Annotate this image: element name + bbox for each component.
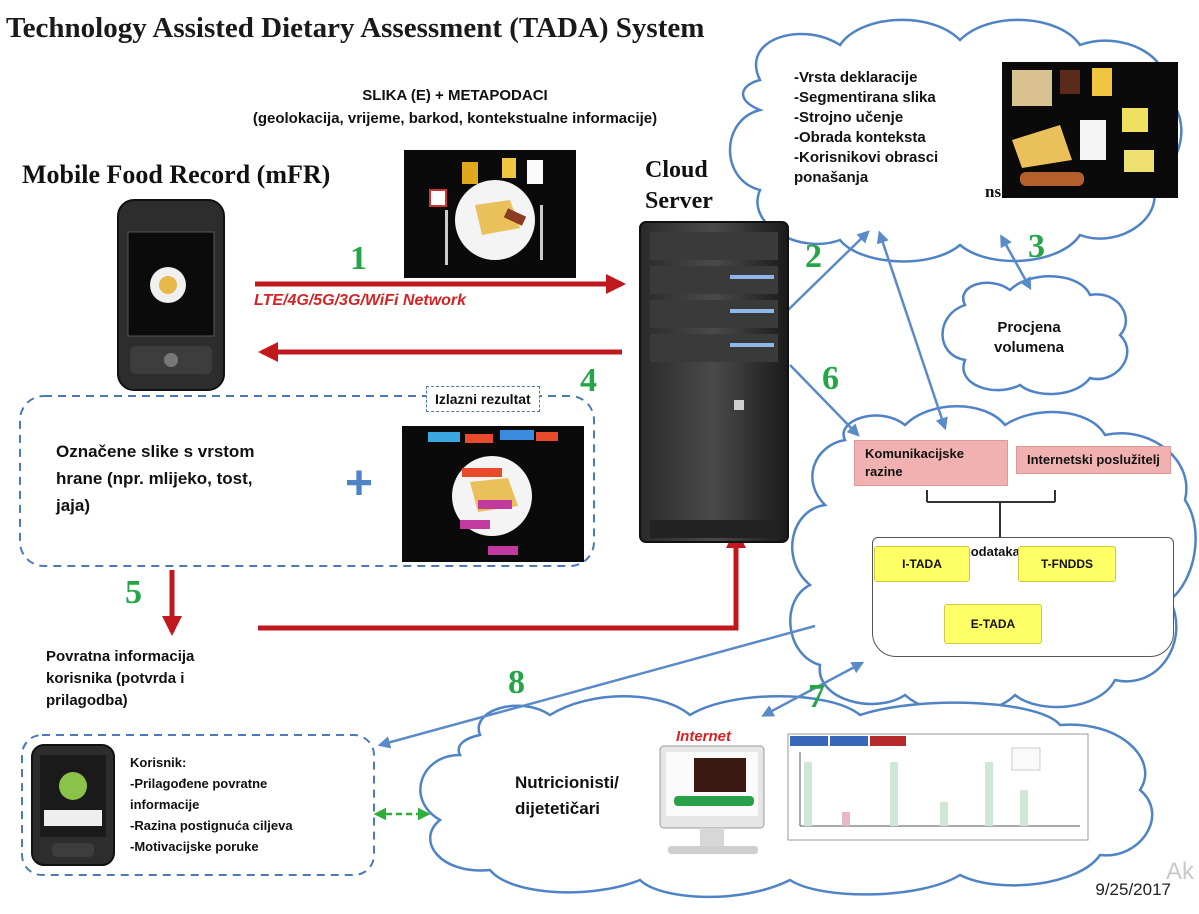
arrow-cloud-link <box>876 230 948 431</box>
user-item: -Razina postignuća ciljeva <box>130 818 293 833</box>
analysis-item: -Korisnikovi obrasci <box>794 149 939 166</box>
food-items-photo <box>1002 62 1178 198</box>
communication-layers-box: Komunikacijske razine <box>854 440 1008 486</box>
analysis-item: -Segmentirana slika <box>794 89 936 106</box>
user-dashed-box <box>21 734 375 876</box>
db-item-t-fndds: T-FNDDS <box>1018 546 1116 582</box>
analysis-item: -Obrada konteksta <box>794 129 926 146</box>
step-6: 6 <box>822 360 839 397</box>
user-heading: Korisnik: <box>130 755 187 770</box>
user-phone-icon <box>31 744 115 866</box>
output-dashed-box <box>19 395 595 567</box>
metadata-line-1: SLIKA (E) + METAPODACI <box>362 87 548 104</box>
date-label: 9/25/2017 <box>1095 880 1171 899</box>
user-box-text: Korisnik: -Prilagođene povratne informac… <box>130 752 293 857</box>
feedback-text: Povratna informacija korisnika (potvrda … <box>46 646 194 712</box>
cloud-server-heading: Cloud Server <box>645 155 713 217</box>
labeled-images-text: Označene slike s vrstom hrane (npr. mlij… <box>56 438 254 519</box>
user-item: -Prilagođene povratne <box>130 776 268 791</box>
volume-line-1: Procjena <box>997 319 1061 336</box>
server-tower-icon <box>639 221 789 543</box>
labeled-line-3: jaja) <box>56 496 91 515</box>
volume-line-2: volumena <box>993 339 1065 356</box>
feedback-line-1: Povratna informacija <box>46 648 195 665</box>
overlay-fragment: Ak <box>1166 858 1195 885</box>
cloud-heading-line-2: Server <box>645 188 713 214</box>
analysis-item: -Vrsta deklaracije <box>794 69 918 86</box>
arrow-2 <box>787 230 870 311</box>
nutritionists-line-2: dijetetičari <box>515 799 601 818</box>
arrow-8 <box>377 624 816 749</box>
step-2: 2 <box>805 238 822 275</box>
mobile-phone-icon <box>117 199 225 391</box>
feedback-line-2: korisnika (potvrda i <box>46 670 185 687</box>
feedback-line-3: prilagodba) <box>46 692 128 709</box>
mfr-heading: Mobile Food Record (mFR) <box>22 160 331 189</box>
food-photo-2 <box>402 426 584 562</box>
page-title: Technology Assisted Dietary Assessment (… <box>6 12 705 44</box>
output-label: Izlazni rezultat <box>426 386 540 412</box>
comm-line-2: razine <box>865 464 903 479</box>
metadata-line-2: (geolokacija, vrijeme, barkod, kontekstu… <box>252 110 658 127</box>
arrow-3 <box>1000 234 1032 291</box>
analysis-item: -Strojno učenje <box>794 109 904 126</box>
labeled-line-1: Označene slike s vrstom <box>56 442 255 461</box>
web-server-box: Internetski poslužitelj <box>1016 446 1171 474</box>
user-item: informacije <box>130 797 200 812</box>
labeled-line-2: hrane (npr. mlijeko, tost, <box>56 469 253 488</box>
analysis-list: -Vrsta deklaracije -Segmentirana slika -… <box>794 68 938 188</box>
internet-label: Internet <box>676 728 732 745</box>
step-4: 4 <box>580 362 597 399</box>
step-8: 8 <box>508 664 525 701</box>
db-item-i-tada: I-TADA <box>874 546 970 582</box>
nutritionists-line-1: Nutricionisti/ <box>515 773 619 792</box>
step-7: 7 <box>808 678 825 715</box>
volume-label: Procjena volumena <box>984 318 1074 358</box>
food-photo-1 <box>404 150 576 278</box>
step-1: 1 <box>350 240 367 277</box>
analysis-item: ponašanja <box>794 169 869 186</box>
arrow-6 <box>789 364 860 437</box>
plus-sign: + <box>345 457 374 510</box>
chart-screenshot <box>787 733 1089 841</box>
step-5: 5 <box>125 574 142 611</box>
arrow-feedback-to-server <box>258 528 746 631</box>
analysis-overlap-fragment: ns <box>985 182 1002 201</box>
monitor-icon <box>659 745 765 854</box>
user-item: -Motivacijske poruke <box>130 839 259 854</box>
comm-line-1: Komunikacijske <box>865 446 964 461</box>
cloud-heading-line-1: Cloud <box>645 157 708 183</box>
arrow-7 <box>761 661 865 717</box>
network-label: LTE/4G/5G/3G/WiFi Network <box>254 292 467 309</box>
metadata-caption: SLIKA (E) + METAPODACI (geolokacija, vri… <box>190 84 720 130</box>
nutritionists-text: Nutricionisti/ dijetetičari <box>515 770 619 822</box>
step-3: 3 <box>1028 228 1045 265</box>
db-item-e-tada: E-TADA <box>944 604 1042 644</box>
